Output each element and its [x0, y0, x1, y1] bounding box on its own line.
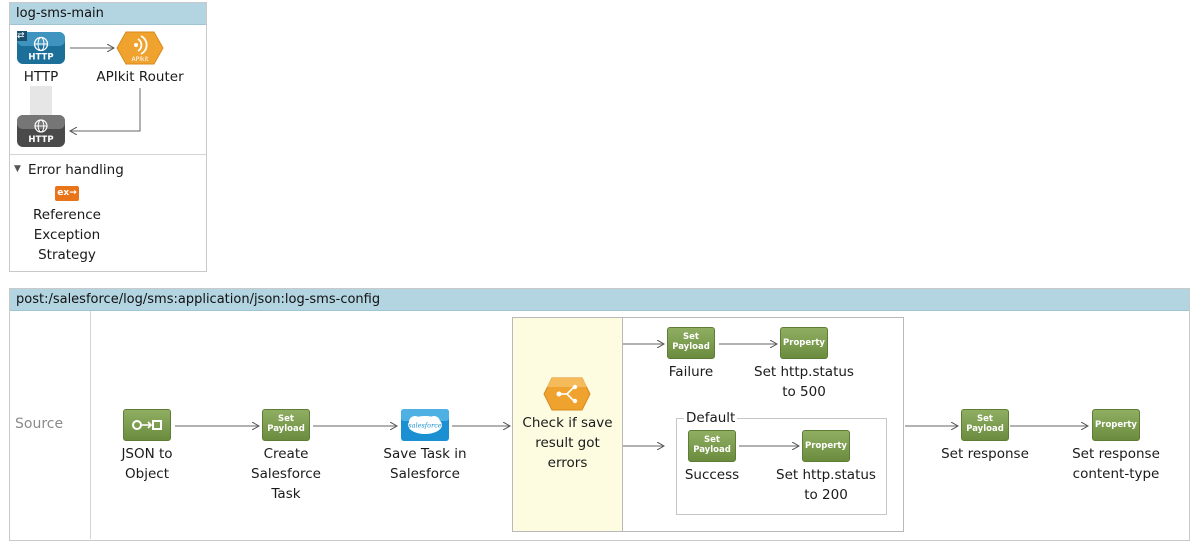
success-set-payload-icon[interactable]: Set Payload: [688, 430, 736, 462]
success-label: Success: [684, 467, 740, 483]
json-to-object-icon[interactable]: [123, 409, 171, 441]
apikit-icon-text: APIkit: [132, 56, 150, 63]
set-response-label: Set response: [941, 446, 1029, 462]
http-listener-icon[interactable]: HTTP: [17, 32, 65, 64]
json-to-object-label: JSON to Object: [121, 446, 173, 482]
create-task-label: Create Salesforce Task: [251, 446, 321, 502]
exception-strategy-icon[interactable]: ex→: [55, 186, 79, 201]
save-task-label: Save Task in Salesforce: [383, 446, 467, 482]
config-flow-title[interactable]: post:/salesforce/log/sms:application/jso…: [10, 289, 1189, 311]
create-task-set-payload-icon[interactable]: Set Payload: [262, 409, 310, 441]
source-label: Source: [15, 416, 64, 432]
http-source-label: HTTP: [23, 69, 59, 85]
failure-property-icon[interactable]: Property: [780, 327, 828, 359]
failure-set-payload-icon[interactable]: Set Payload: [667, 327, 715, 359]
error-handling-title[interactable]: Error handling: [28, 162, 124, 178]
main-flow-title[interactable]: log-sms-main: [10, 3, 206, 25]
salesforce-connector-icon[interactable]: salesforce: [401, 409, 449, 441]
reference-exception-strategy-label: Reference Exception Strategy: [33, 207, 101, 263]
content-type-property-icon[interactable]: Property: [1092, 409, 1140, 441]
choice-router-area: [513, 318, 623, 531]
success-status-label: Set http.status to 200: [776, 467, 876, 503]
set-response-payload-icon[interactable]: Set Payload: [961, 409, 1009, 441]
choice-router-icon[interactable]: [543, 377, 591, 411]
content-type-label: Set response content-type: [1072, 446, 1160, 482]
check-errors-label: Check if save result got errors: [522, 415, 613, 471]
http-icon-text: HTTP: [28, 53, 53, 63]
failure-status-label: Set http.status to 500: [754, 364, 854, 400]
default-route-box: [676, 418, 887, 515]
failure-label: Failure: [668, 364, 714, 380]
http-response-icon[interactable]: HTTP: [17, 115, 65, 147]
arrow-right-icon: →: [69, 188, 77, 198]
apikit-router-icon[interactable]: APIkit: [116, 31, 164, 65]
http-response-icon-text: HTTP: [28, 135, 53, 145]
apikit-router-label: APIkit Router: [96, 69, 184, 85]
exception-badge-text: ex: [57, 188, 70, 198]
exchange-pattern-icon: ⇄: [17, 31, 27, 41]
chevron-down-icon[interactable]: ▼: [14, 164, 21, 174]
salesforce-icon-text: salesforce: [408, 422, 442, 430]
main-flow-divider: [10, 154, 206, 155]
success-property-icon[interactable]: Property: [802, 430, 850, 462]
source-divider: [90, 311, 91, 539]
http-flow-bar: [30, 86, 52, 116]
default-route-label: Default: [684, 409, 738, 427]
